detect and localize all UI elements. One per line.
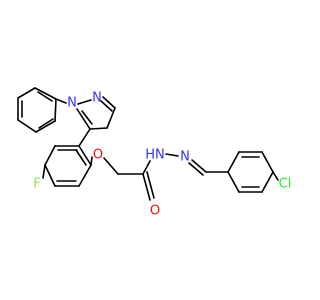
aryl-bond <box>78 164 92 187</box>
bond-layer <box>17 87 279 201</box>
carbonyl-double-bond <box>142 173 151 201</box>
atom-label-carbonyl-oxygen: O <box>150 204 160 219</box>
imine-double-bond <box>191 159 207 173</box>
atom-label-pyrazole-n1: N <box>67 96 77 111</box>
nh-n-bond <box>165 153 179 157</box>
atom-label-ether-oxygen: O <box>93 148 103 163</box>
pyrazole-double-bond <box>81 110 93 125</box>
pyrazole-n1-n2-bond <box>77 99 92 105</box>
aryl-bond <box>78 145 92 166</box>
phenyl-double-bond <box>38 118 54 129</box>
carbonyl-nh-bond <box>142 160 151 175</box>
atom-label-chlorine: Cl <box>279 177 292 192</box>
chlorophenyl-bond <box>227 171 240 193</box>
aryl-double-bond <box>75 149 87 166</box>
pyrazole-bond <box>106 107 116 129</box>
aryl-bond <box>44 145 56 166</box>
phenyl-n1-bond <box>55 98 67 104</box>
pyrazole-bond <box>102 96 116 109</box>
phenyl-bond <box>17 119 37 133</box>
atom-label-imine-nitrogen: N <box>180 150 190 165</box>
aryl-fluorine-bond <box>42 164 46 179</box>
pyrazole-aryl-bond <box>78 128 91 147</box>
imine-double-bond <box>188 162 204 176</box>
chlorophenyl-bond <box>227 151 240 173</box>
phenyl-double-bond <box>37 91 53 102</box>
atom-label-layer: N N O O F Cl HN N <box>33 91 291 219</box>
phenyl-bond <box>35 120 56 133</box>
phenyl-bond <box>54 98 57 122</box>
carbonyl-double-bond <box>146 171 155 199</box>
chlorophenyl-bond <box>261 151 274 173</box>
pyrazole-double-bond <box>100 100 113 112</box>
chlorophenyl-chlorine-bond <box>272 171 279 181</box>
aryl-oxygen-bond <box>90 156 93 166</box>
phenyl-bond <box>17 87 36 99</box>
ether-ch2-bond <box>103 157 119 175</box>
atom-label-pyrazole-n2: N <box>92 91 102 106</box>
molecule-structure-diagram: N N O O F Cl HN N <box>17 87 291 219</box>
pyrazole-bond <box>76 108 91 130</box>
phenyl-bond <box>34 87 57 100</box>
pyrazole-bond <box>89 127 108 130</box>
aryl-bond <box>44 164 56 187</box>
atom-label-hydrazide-nh: HN <box>145 148 165 163</box>
atom-label-fluorine: F <box>33 177 40 192</box>
chlorophenyl-bond <box>261 171 274 193</box>
